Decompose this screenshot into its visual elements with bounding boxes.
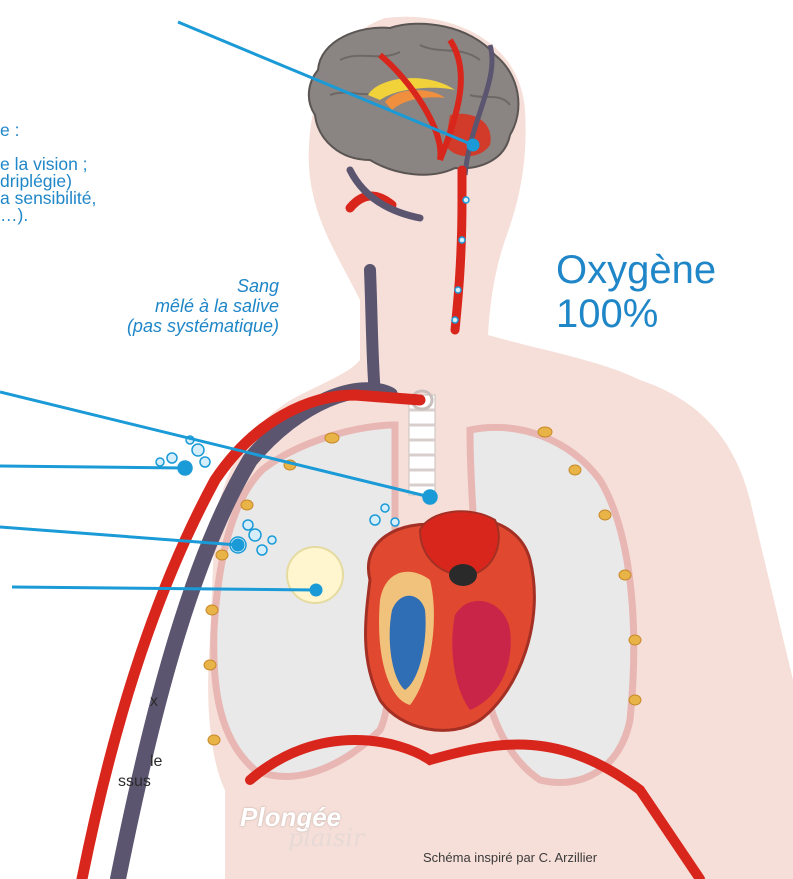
trachea [409,391,435,495]
logo-word-2: plaisir [288,824,365,852]
plongee-plaisir-logo: Plongée plaisir [218,780,378,850]
saliva-blood-label: Sang mêlé à la salive (pas systématique) [127,276,279,336]
saliva-line-3: (pas systématique) [127,316,279,336]
note-line-5: ssus [0,773,151,790]
oxygen-line-1: Oxygène [556,248,716,292]
symptom-list-text: e : e la vision ; driplégie) a sensibili… [0,122,360,224]
oxygen-label: Oxygène 100% [556,248,716,336]
note-line-4: le [0,753,162,770]
symptom-line-6: …). [0,205,28,225]
saliva-line-1: Sang [237,276,279,296]
oxygen-line-2: 100% [556,292,658,336]
credit-text: Schéma inspiré par C. Arzillier [423,850,597,865]
note-line-1: x [0,693,158,710]
saliva-line-2: mêlé à la salive [155,296,279,316]
symptom-line-1: e : [0,120,19,140]
bottom-left-notes: x le ssus [0,692,162,792]
